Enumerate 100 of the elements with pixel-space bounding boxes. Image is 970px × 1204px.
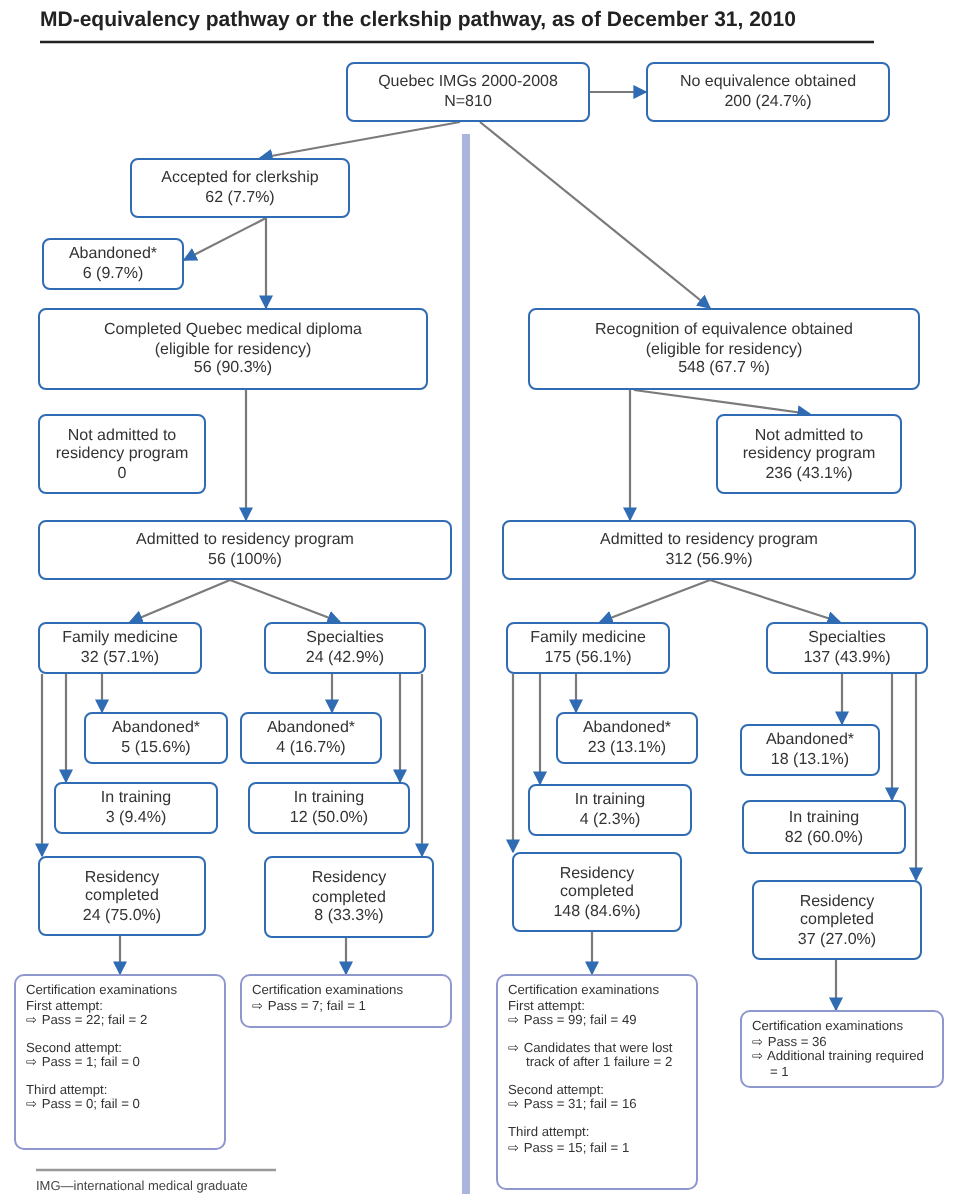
arrow [585,932,599,976]
arrow [393,674,407,784]
box-text: Admitted to residency program [136,530,354,550]
arrow [339,938,353,976]
arrow [598,578,711,625]
box-text: 82 (60.0%) [784,827,864,847]
arrow [128,579,231,624]
flow-box [528,308,920,390]
box-text: 148 (84.6%) [553,901,641,921]
box-text: Residency completed [82,867,162,906]
results-box [740,1010,944,1088]
arrow [35,674,49,858]
arrow [95,674,109,714]
flow-box [38,856,206,936]
box-text: Specialties [306,628,384,648]
flow-box [240,712,382,764]
box-text: Quebec IMGs 2000-2008 [378,72,558,92]
arrow [909,674,923,882]
box-text: 137 (43.9%) [803,648,891,668]
box-text: 4 (2.3%) [579,810,641,830]
box-text: 548 (67.7 %) [678,358,770,378]
flow-box [130,158,350,218]
flow-box [346,62,590,122]
flow-box [766,622,928,674]
arrow [113,936,127,976]
box-text: 24 (75.0%) [82,905,162,925]
arrow [885,674,899,802]
box-text: In training [574,790,646,810]
flow-box [716,414,902,494]
box-text: Recognition of equivalence obtained (eligible for residency) [593,320,855,359]
flow-box [84,712,228,764]
box-text: 62 (7.7%) [205,188,275,208]
box-text: In training [293,788,365,808]
flow-box [54,782,218,834]
flow-box [502,520,916,580]
box-text: 4 (16.7%) [276,738,346,758]
box-text: 0 [117,463,127,483]
arrow [59,674,73,784]
flow-box [646,62,890,122]
arrow [506,674,520,854]
flow-box [38,622,202,674]
box-text: 24 (42.9%) [305,648,385,668]
box-text: 175 (56.1%) [544,648,632,668]
box-text: Not admitted to residency program [53,425,191,464]
arrow [415,674,429,858]
flow-box [506,622,670,674]
box-text: N=810 [444,92,492,112]
arrow [623,390,637,522]
flow-box [512,852,682,932]
figure-title: MD-equivalency pathway or the clerkship pathway, as of December 31, 2010 [40,8,796,32]
box-text: 200 (24.7%) [724,92,812,112]
flow-box [742,800,906,854]
arrow [325,674,339,714]
flow-box [38,414,206,494]
box-text: 18 (13.1%) [770,750,850,770]
box-text: Residency completed [557,863,637,902]
results-box [14,974,226,1150]
flow-box [528,784,692,836]
box-text: No equivalence obtained [679,72,857,92]
box-text: Residency completed [797,891,877,930]
arrow [229,578,342,625]
results-box [496,974,698,1190]
box-text: Accepted for clerkship [161,168,319,188]
box-text: Family medicine [530,628,646,648]
arrow [182,217,267,261]
flow-box [248,782,410,834]
arrow [479,121,712,309]
box-text: Specialties [808,628,886,648]
box-text: Abandoned* [582,718,672,738]
box-text: Abandoned* [68,244,158,264]
box-text: 5 (15.6%) [121,738,191,758]
box-text: Residency completed [309,868,389,907]
arrow [533,674,547,786]
arrow [835,674,849,726]
box-text: 3 (9.4%) [105,808,167,828]
box-text: In training [100,788,172,808]
box-text: 23 (13.1%) [587,738,667,758]
arrow [633,388,812,420]
box-text: Abandoned* [111,718,201,738]
box-text: 32 (57.1%) [80,648,160,668]
box-text: 8 (33.3%) [314,906,384,926]
arrow [590,85,648,99]
flow-box [556,712,698,764]
flow-box [264,622,426,674]
arrow [569,674,583,714]
box-text: 12 (50.0%) [289,808,369,828]
box-text: 56 (100%) [208,550,282,570]
box-text: 6 (9.7%) [82,264,144,284]
flow-box [38,520,452,580]
arrow [258,120,461,163]
results-box [240,974,452,1028]
box-text: Completed Quebec medical diploma (eligible for residency) [102,320,364,359]
box-text: 236 (43.1%) [765,463,853,483]
box-text: Family medicine [62,628,178,648]
box-text: Admitted to residency program [600,530,818,550]
arrow [709,578,842,625]
flow-box [264,856,434,938]
box-text: 56 (90.3%) [193,358,273,378]
flow-box [42,238,184,290]
arrow [829,960,843,1012]
